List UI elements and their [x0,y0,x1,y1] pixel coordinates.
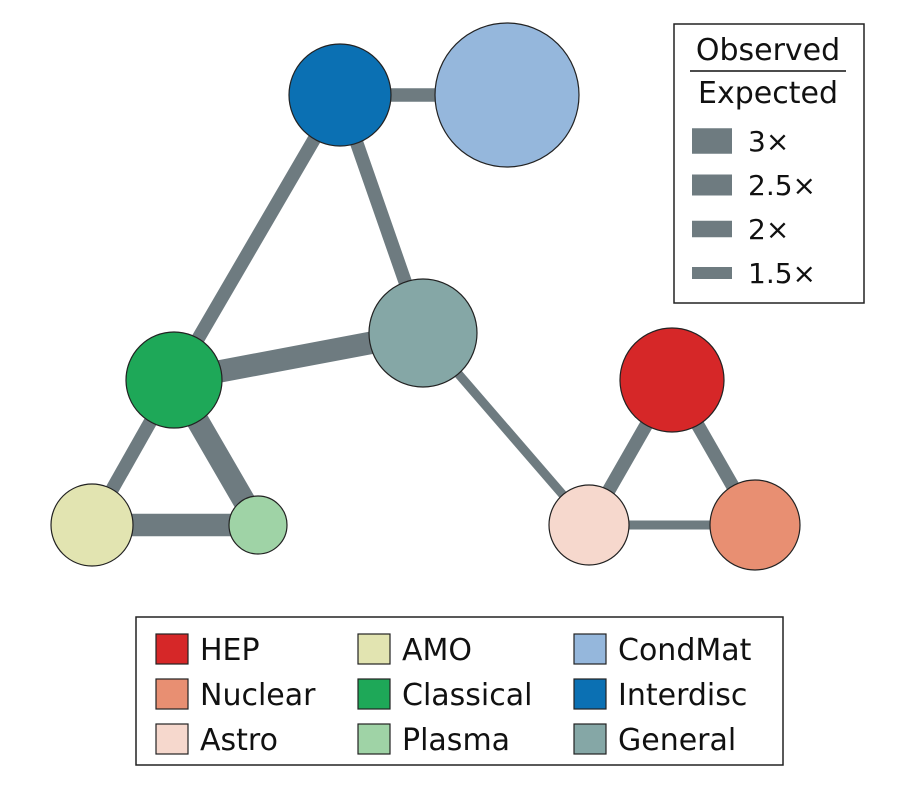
node-hep [619,327,725,433]
legend-swatch-general [573,723,607,755]
node-condmat [434,22,580,168]
legend-label-classical: Classical [402,678,532,713]
legend-label-amo: AMO [402,633,472,668]
legend-label-plasma: Plasma [402,723,510,758]
ratio-legend: Observed Expected 3× 2.5× 2× 1.5× [673,23,865,304]
field-legend-box [135,616,784,766]
legend-label-general: General [618,723,736,758]
ratio-numerator: Observed [696,33,840,68]
ratio-swatch-3 [692,267,732,279]
legend-swatch-condmat [573,633,607,665]
legend-label-hep: HEP [200,633,260,668]
legend-swatch-classical [357,678,391,710]
legend-label-interdisc: Interdisc [618,678,747,713]
legend-swatch-astro [155,723,189,755]
node-general [368,278,478,388]
legend-swatch-nuclear [155,678,189,710]
ratio-label-0: 3× [748,125,789,158]
ratio-label-1: 2.5× [748,169,816,202]
ratio-denominator: Expected [698,76,838,111]
node-classical [125,331,223,429]
edge-interdisc-classical [168,91,346,384]
legend-swatch-amo [357,633,391,665]
node-interdisc [288,43,392,147]
legend-label-condmat: CondMat [618,633,752,668]
legend-swatch-interdisc [573,678,607,710]
legend-swatch-hep [155,633,189,665]
node-astro [548,484,630,566]
node-amo [50,483,134,567]
ratio-swatch-2 [692,220,732,238]
ratio-swatch-0 [692,128,732,154]
ratio-label-2: 2× [748,213,789,246]
legend-label-astro: Astro [200,723,278,758]
ratio-scale-items: 3× 2.5× 2× 1.5× [692,125,816,290]
ratio-label-3: 1.5× [748,257,816,290]
node-plasma [228,495,288,555]
nodes-layer [50,22,801,571]
node-nuclear [709,479,801,571]
ratio-swatch-1 [692,174,732,196]
legend-swatch-plasma [357,723,391,755]
legend-label-nuclear: Nuclear [200,678,316,713]
